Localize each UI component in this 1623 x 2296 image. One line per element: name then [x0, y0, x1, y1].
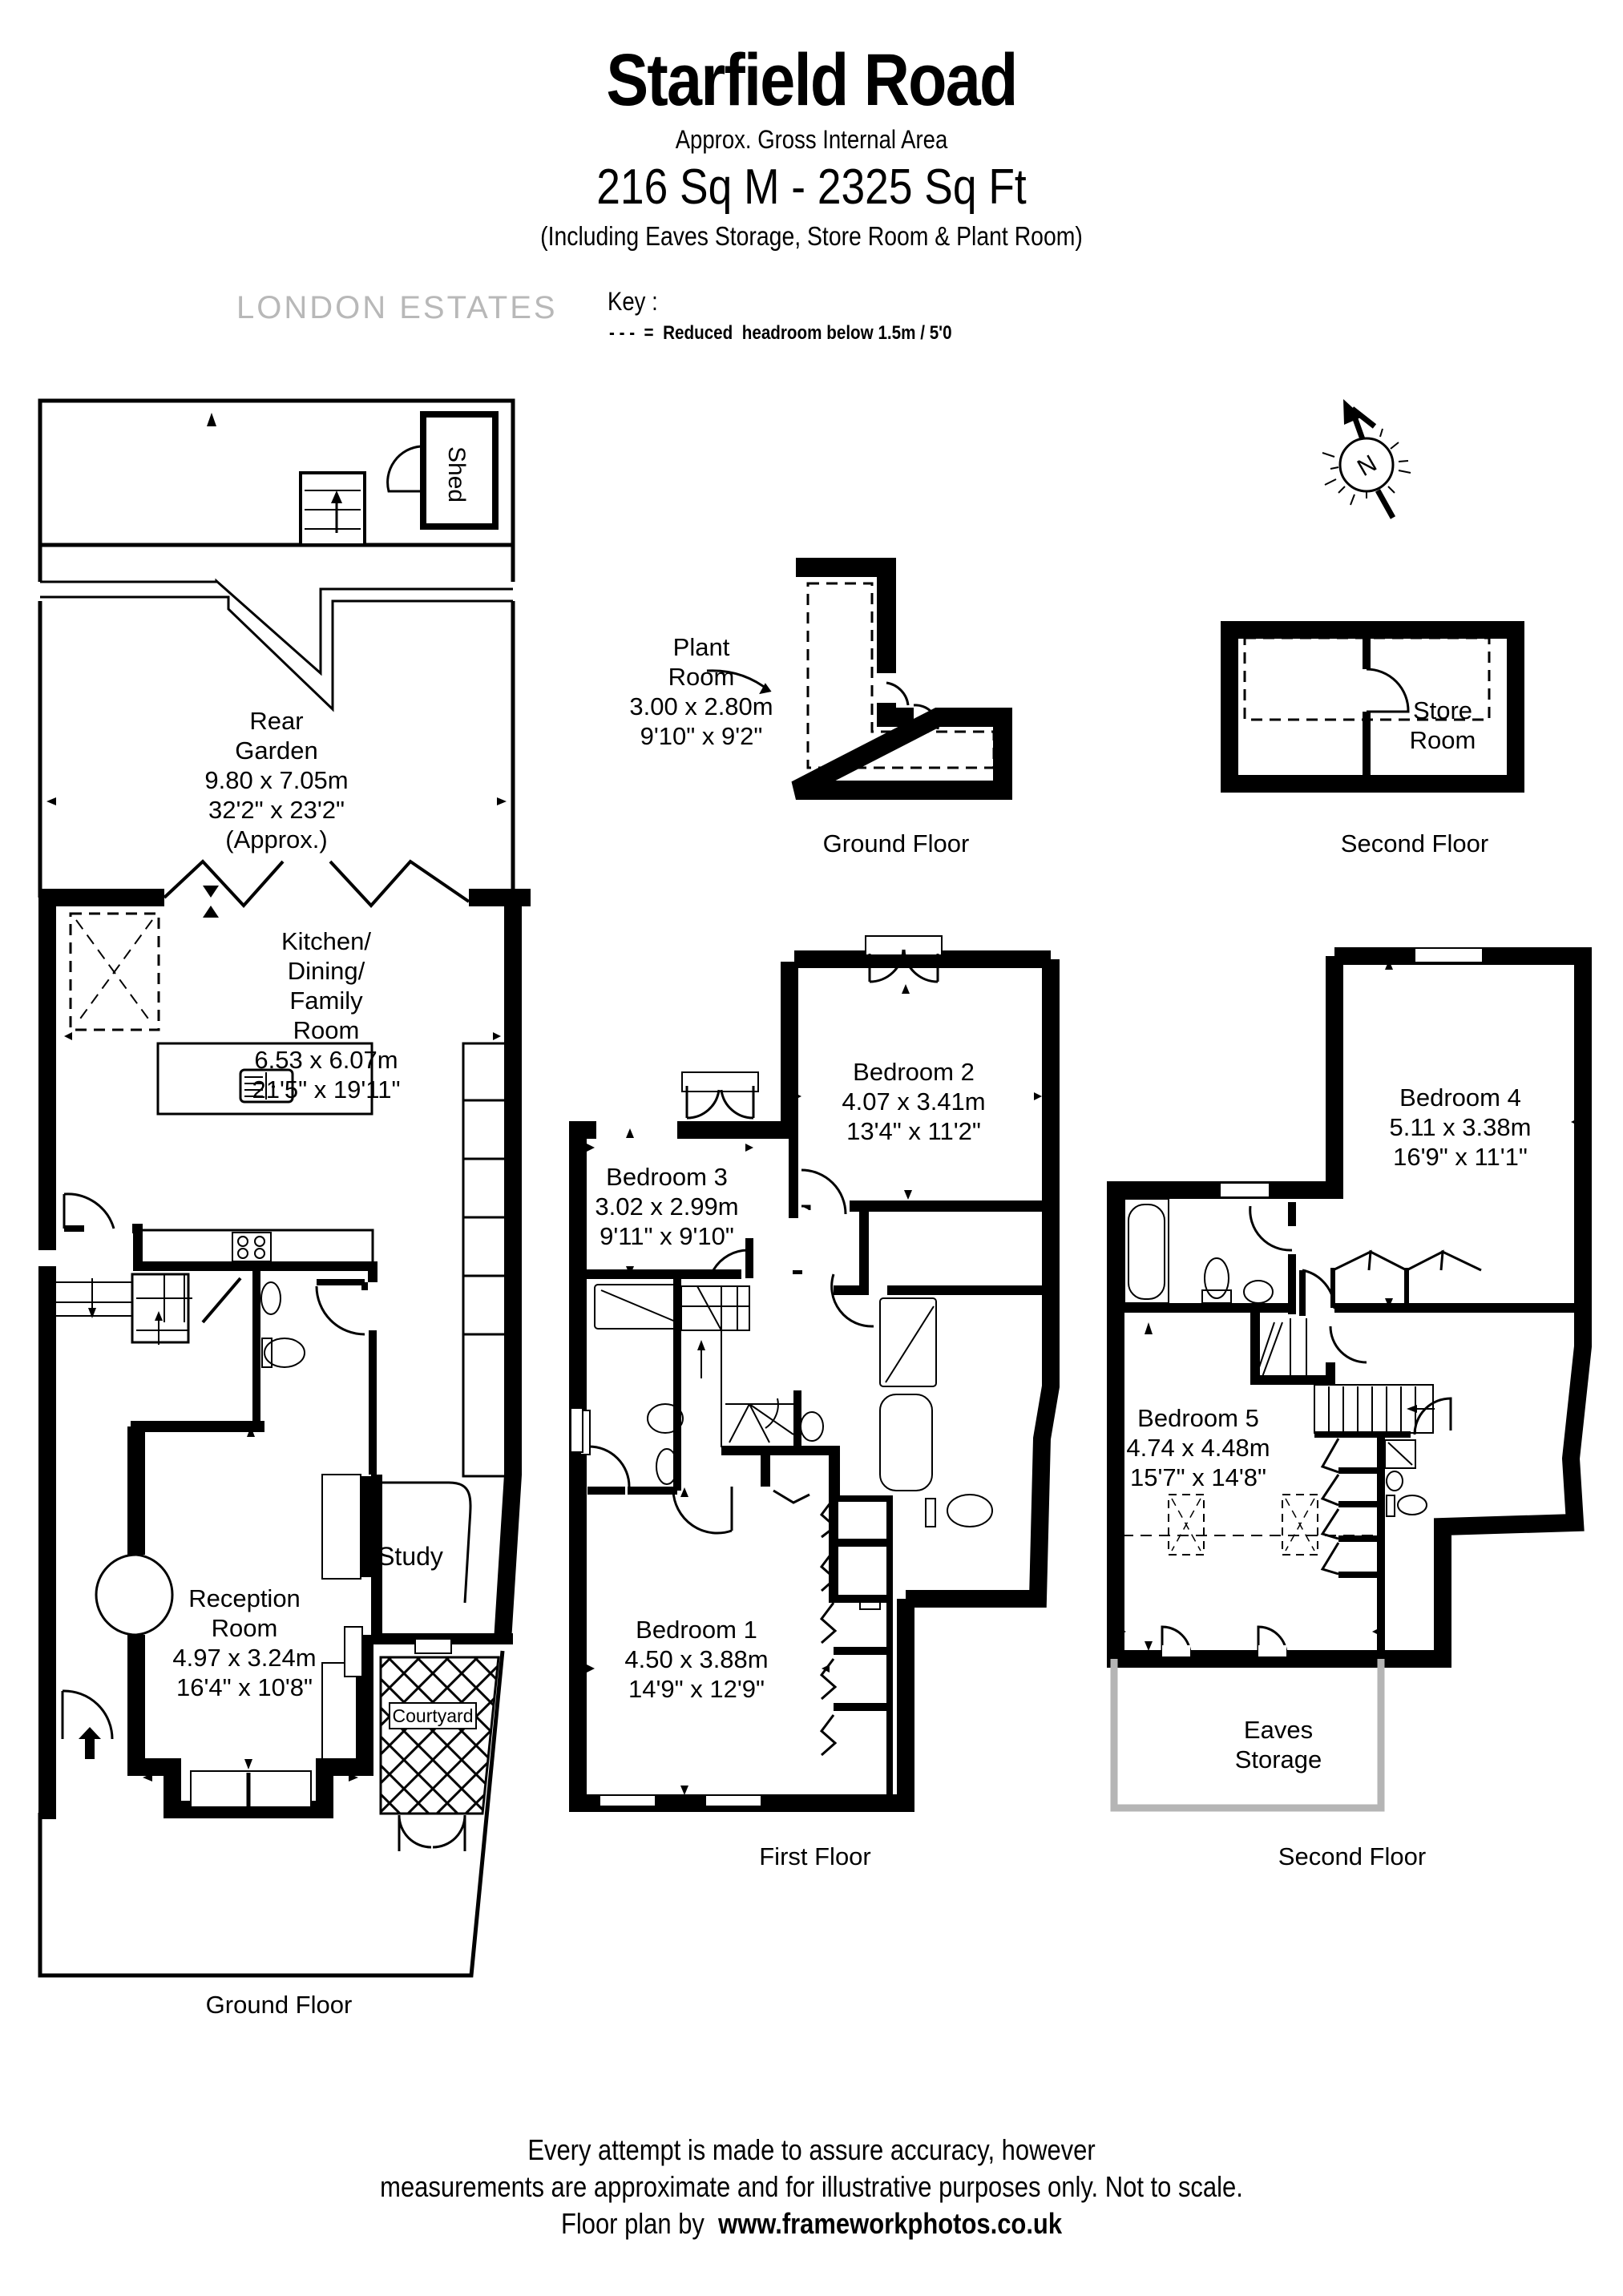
svg-text:Dining/: Dining/	[288, 957, 365, 985]
svg-text:Bedroom 5: Bedroom 5	[1137, 1404, 1259, 1432]
area-inclusion-note: (Including Eaves Storage, Store Room & P…	[540, 221, 1083, 251]
plant-room-plan: Plant Room 3.00 x 2.80m 9'10" x 9'2" Gro…	[629, 558, 1012, 857]
agent-logo: LONDON ESTATES	[236, 290, 558, 325]
svg-text:15'7" x 14'8": 15'7" x 14'8"	[1130, 1463, 1266, 1491]
svg-text:Bedroom 1: Bedroom 1	[636, 1616, 757, 1644]
svg-text:Room: Room	[1410, 726, 1476, 754]
svg-text:Bedroom 4: Bedroom 4	[1399, 1083, 1521, 1112]
svg-text:Garden: Garden	[235, 736, 317, 765]
shed-outline	[420, 411, 499, 530]
svg-text:Bedroom 3: Bedroom 3	[606, 1163, 728, 1191]
bedroom2-label: Bedroom 2 4.07 x 3.41m 13'4" x 11'2"	[842, 1058, 985, 1145]
plant-ground-floor-caption: Ground Floor	[823, 829, 970, 857]
svg-text:4.07 x 3.41m: 4.07 x 3.41m	[842, 1087, 985, 1116]
total-area: 216 Sq M - 2325 Sq Ft	[596, 159, 1027, 215]
svg-text:4.74 x 4.48m: 4.74 x 4.48m	[1126, 1434, 1270, 1462]
svg-text:Store: Store	[1413, 696, 1472, 724]
rear-garden-label: Rear Garden 9.80 x 7.05m 32'2" x 23'2" (…	[204, 707, 348, 853]
svg-text:4.50 x 3.88m: 4.50 x 3.88m	[624, 1645, 768, 1673]
svg-text:Kitchen/: Kitchen/	[281, 927, 371, 955]
key-description: Reduced headroom below 1.5m / 5'0	[663, 322, 952, 344]
svg-text:Eaves: Eaves	[1244, 1716, 1313, 1744]
first-floor-caption: First Floor	[759, 1842, 871, 1870]
credit-prefix: Floor plan by	[560, 2207, 705, 2240]
disclaimer-line1: Every attempt is made to assure accuracy…	[527, 2133, 1096, 2166]
first-floor-plan: Bedroom 2 4.07 x 3.41m 13'4" x 11'2" Bed…	[569, 935, 1060, 1870]
svg-text:Room: Room	[293, 1016, 360, 1044]
svg-text:9.80 x 7.05m: 9.80 x 7.05m	[204, 766, 348, 794]
ground-floor-caption: Ground Floor	[206, 1991, 353, 2019]
disclaimer-line2: measurements are approximate and for ill…	[380, 2170, 1243, 2203]
svg-text:Room: Room	[212, 1614, 278, 1642]
svg-text:5.11 x 3.38m: 5.11 x 3.38m	[1390, 1113, 1532, 1141]
svg-text:Family: Family	[289, 987, 363, 1015]
svg-text:21'5" x 19'11": 21'5" x 19'11"	[252, 1075, 401, 1104]
shed-label: Shed	[443, 446, 470, 502]
courtyard-label: Courtyard	[393, 1705, 474, 1726]
svg-text:3.02 x 2.99m: 3.02 x 2.99m	[595, 1192, 738, 1221]
svg-text:Plant: Plant	[673, 633, 730, 661]
key-label: Key :	[608, 287, 658, 316]
kitchen-label: Kitchen/ Dining/ Family Room 6.53 x 6.07…	[252, 927, 401, 1104]
ground-floor-plan: Shed	[38, 398, 531, 2019]
svg-text:Storage: Storage	[1235, 1745, 1322, 1773]
page-title: Starfield Road	[606, 39, 1018, 121]
svg-text:13'4" x 11'2": 13'4" x 11'2"	[846, 1117, 981, 1145]
key-legend: - - - = Reduced headroom below 1.5m / 5'…	[609, 322, 952, 345]
bedroom1-label: Bedroom 1 4.50 x 3.88m 14'9" x 12'9"	[624, 1616, 768, 1703]
second-floor-caption: Second Floor	[1278, 1842, 1426, 1870]
svg-text:9'10" x 9'2": 9'10" x 9'2"	[640, 722, 763, 750]
bedroom4-label: Bedroom 4 5.11 x 3.38m 16'9" x 11'1"	[1390, 1083, 1532, 1171]
bedroom5-label: Bedroom 5 4.74 x 4.48m 15'7" x 14'8"	[1126, 1404, 1270, 1491]
svg-text:16'4" x 10'8": 16'4" x 10'8"	[176, 1673, 313, 1701]
credit-link[interactable]: www.frameworkphotos.co.uk	[718, 2207, 1063, 2240]
svg-text:Rear: Rear	[249, 707, 303, 735]
credit-line: Floor plan by www.frameworkphotos.co.uk	[114, 2205, 1510, 2242]
study-label: Study	[377, 1542, 443, 1571]
store-second-floor-caption: Second Floor	[1341, 829, 1488, 857]
area-subtitle: Approx. Gross Internal Area	[675, 125, 948, 154]
store-room-label: Store Room	[1410, 696, 1476, 754]
bedroom3-label: Bedroom 3 3.02 x 2.99m 9'11" x 9'10"	[595, 1163, 738, 1250]
disclaimer: Every attempt is made to assure accuracy…	[114, 2132, 1510, 2242]
svg-text:Bedroom 2: Bedroom 2	[853, 1058, 975, 1086]
second-floor-plan: Bedroom 4 5.11 x 3.38m 16'9" x 11'1" Bed…	[1107, 947, 1592, 1870]
north-arrow-icon: N	[1322, 399, 1411, 519]
svg-text:3.00 x 2.80m: 3.00 x 2.80m	[629, 692, 773, 720]
svg-text:6.53 x 6.07m: 6.53 x 6.07m	[254, 1046, 398, 1074]
svg-text:9'11" x 9'10": 9'11" x 9'10"	[600, 1222, 734, 1250]
svg-text:(Approx.): (Approx.)	[225, 825, 327, 853]
store-room-plan: Store Room Second Floor	[1221, 621, 1524, 857]
reception-room-label: Reception Room 4.97 x 3.24m 16'4" x 10'8…	[172, 1584, 316, 1701]
svg-text:14'9" x 12'9": 14'9" x 12'9"	[628, 1675, 765, 1703]
svg-text:Room: Room	[668, 663, 735, 691]
key-dashed-symbol: - - - =	[609, 322, 654, 344]
eaves-storage-label: Eaves Storage	[1235, 1716, 1322, 1773]
svg-text:4.97 x 3.24m: 4.97 x 3.24m	[172, 1644, 316, 1672]
svg-text:Reception: Reception	[188, 1584, 301, 1612]
svg-text:16'9" x 11'1": 16'9" x 11'1"	[1393, 1143, 1528, 1171]
plant-room-label: Plant Room 3.00 x 2.80m 9'10" x 9'2"	[629, 633, 773, 750]
svg-text:32'2" x 23'2": 32'2" x 23'2"	[208, 796, 345, 824]
